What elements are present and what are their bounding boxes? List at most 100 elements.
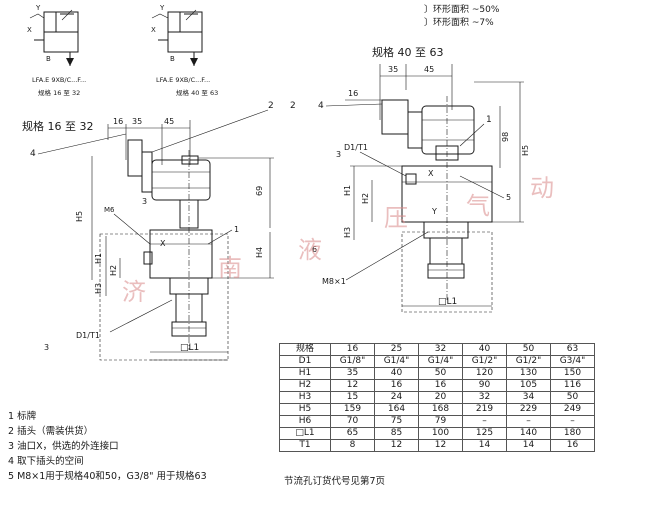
left-dim-h4: H4: [255, 247, 264, 258]
table-cell: –: [506, 415, 551, 428]
left-dim-45: 45: [164, 117, 174, 126]
left-label-m6: M6: [104, 206, 115, 214]
table-cell: 12: [418, 439, 463, 452]
table-cell: 85: [374, 427, 419, 440]
right-callout-2: 2: [290, 101, 296, 111]
watermark-char-3: 液: [298, 236, 322, 264]
left-callout-3: 3: [142, 197, 147, 206]
watermark-char-1: 济: [122, 278, 146, 306]
top-right-note-line-1: 〕环形面积 ~50%: [424, 5, 500, 15]
left-dim-h5: H5: [75, 211, 84, 222]
right-callout-4: 4: [318, 101, 324, 111]
top-right-note-line-2: 〕环形面积 ~7%: [424, 18, 494, 28]
table-cell: 50: [418, 367, 463, 380]
table-cell: 70: [330, 415, 375, 428]
table-header-cell: 63: [550, 343, 595, 356]
table-cell: 164: [374, 403, 419, 416]
table-cell: 125: [462, 427, 507, 440]
right-dim-l1: □L1: [438, 297, 457, 307]
right-dim-16: 16: [348, 89, 358, 98]
left-dim-h1: H1: [94, 253, 103, 264]
table-cell: 90: [462, 379, 507, 392]
table-cell: 16: [550, 439, 595, 452]
table-cell: 120: [462, 367, 507, 380]
table-cell: G1/2": [506, 355, 551, 368]
left-dim-69: 69: [255, 186, 264, 196]
watermark-char-4: 压: [384, 204, 408, 232]
table-cell: 140: [506, 427, 551, 440]
right-callout-1: 1: [486, 115, 492, 125]
left-callout-2: 2: [268, 101, 274, 111]
right-label-m8: M8×1: [322, 277, 346, 286]
table-cell: 24: [374, 391, 419, 404]
left-dim-l1: □L1: [180, 343, 199, 353]
table-cell: 229: [506, 403, 551, 416]
watermark-char-2: 南: [218, 254, 242, 282]
note-item: 3 油口X，供选的外连接口: [8, 441, 119, 452]
table-cell: 105: [506, 379, 551, 392]
right-callout-6: 6: [312, 245, 317, 254]
right-dim-h5: H5: [521, 145, 530, 156]
note-item: 4 取下插头的空间: [8, 456, 84, 467]
notes-list: 1 标牌 2 插头（需装供货） 3 油口X，供选的外连接口 4 取下插头的空间 …: [8, 409, 207, 484]
symbol-1-size: 规格 16 至 32: [38, 88, 80, 97]
table-cell: 249: [550, 403, 595, 416]
table-cell: 15: [330, 391, 375, 404]
left-label-d1t1: D1/T1: [76, 331, 100, 340]
right-dim-h2: H2: [361, 193, 370, 204]
right-dim-h3: H3: [343, 227, 352, 238]
table-cell: 16: [374, 379, 419, 392]
note-item: 2 插头（需装供货）: [8, 426, 94, 437]
table-cell: 180: [550, 427, 595, 440]
hydraulic-symbol-1: Y X B LFA.E 9XB/C...F... 规格 16 至 32: [27, 4, 86, 97]
symbol-2-size: 规格 40 至 63: [176, 88, 218, 97]
table-cell: 34: [506, 391, 551, 404]
table-cell: 130: [506, 367, 551, 380]
right-label-d1t1: D1/T1: [344, 143, 368, 152]
right-label-y: Y: [431, 207, 437, 216]
left-dim-h3: H3: [94, 283, 103, 294]
symbol-1-code: LFA.E 9XB/C...F...: [32, 76, 86, 84]
table-cell: 168: [418, 403, 463, 416]
watermark-char-6: 动: [530, 174, 554, 202]
table-cell: T1: [279, 439, 331, 452]
table-cell: G1/4": [418, 355, 463, 368]
table-cell: 100: [418, 427, 463, 440]
table-cell: 14: [462, 439, 507, 452]
table-header-cell: 32: [418, 343, 463, 356]
table-cell: 8: [330, 439, 375, 452]
table-header-cell: 规格: [279, 343, 331, 356]
table-cell: G3/4": [550, 355, 595, 368]
right-view-title: 规格 40 至 63: [372, 45, 443, 59]
table-cell: 12: [374, 439, 419, 452]
table-cell: 35: [330, 367, 375, 380]
table-header-cell: 25: [374, 343, 419, 356]
left-label-x: X: [160, 239, 166, 248]
table-header-cell: 50: [506, 343, 551, 356]
left-dim-35: 35: [132, 117, 142, 126]
table-cell: H5: [279, 403, 331, 416]
right-dim-45: 45: [424, 65, 434, 74]
symbol-1-y-label: Y: [35, 4, 41, 12]
note-item: 1 标牌: [8, 411, 37, 422]
table-cell: H2: [279, 379, 331, 392]
table-cell: D1: [279, 355, 331, 368]
table-cell: 75: [374, 415, 419, 428]
table-cell: G1/8": [330, 355, 375, 368]
table-cell: 116: [550, 379, 595, 392]
table-cell: 40: [374, 367, 419, 380]
left-callout-3b: 3: [44, 343, 49, 352]
note-item: 5 M8×1用于规格40和50，G3/8" 用于规格63: [8, 471, 207, 482]
right-label-x: X: [428, 169, 434, 178]
table-cell: 32: [462, 391, 507, 404]
right-callout-5: 5: [506, 193, 511, 202]
table-cell: G1/2": [462, 355, 507, 368]
table-cell: 20: [418, 391, 463, 404]
